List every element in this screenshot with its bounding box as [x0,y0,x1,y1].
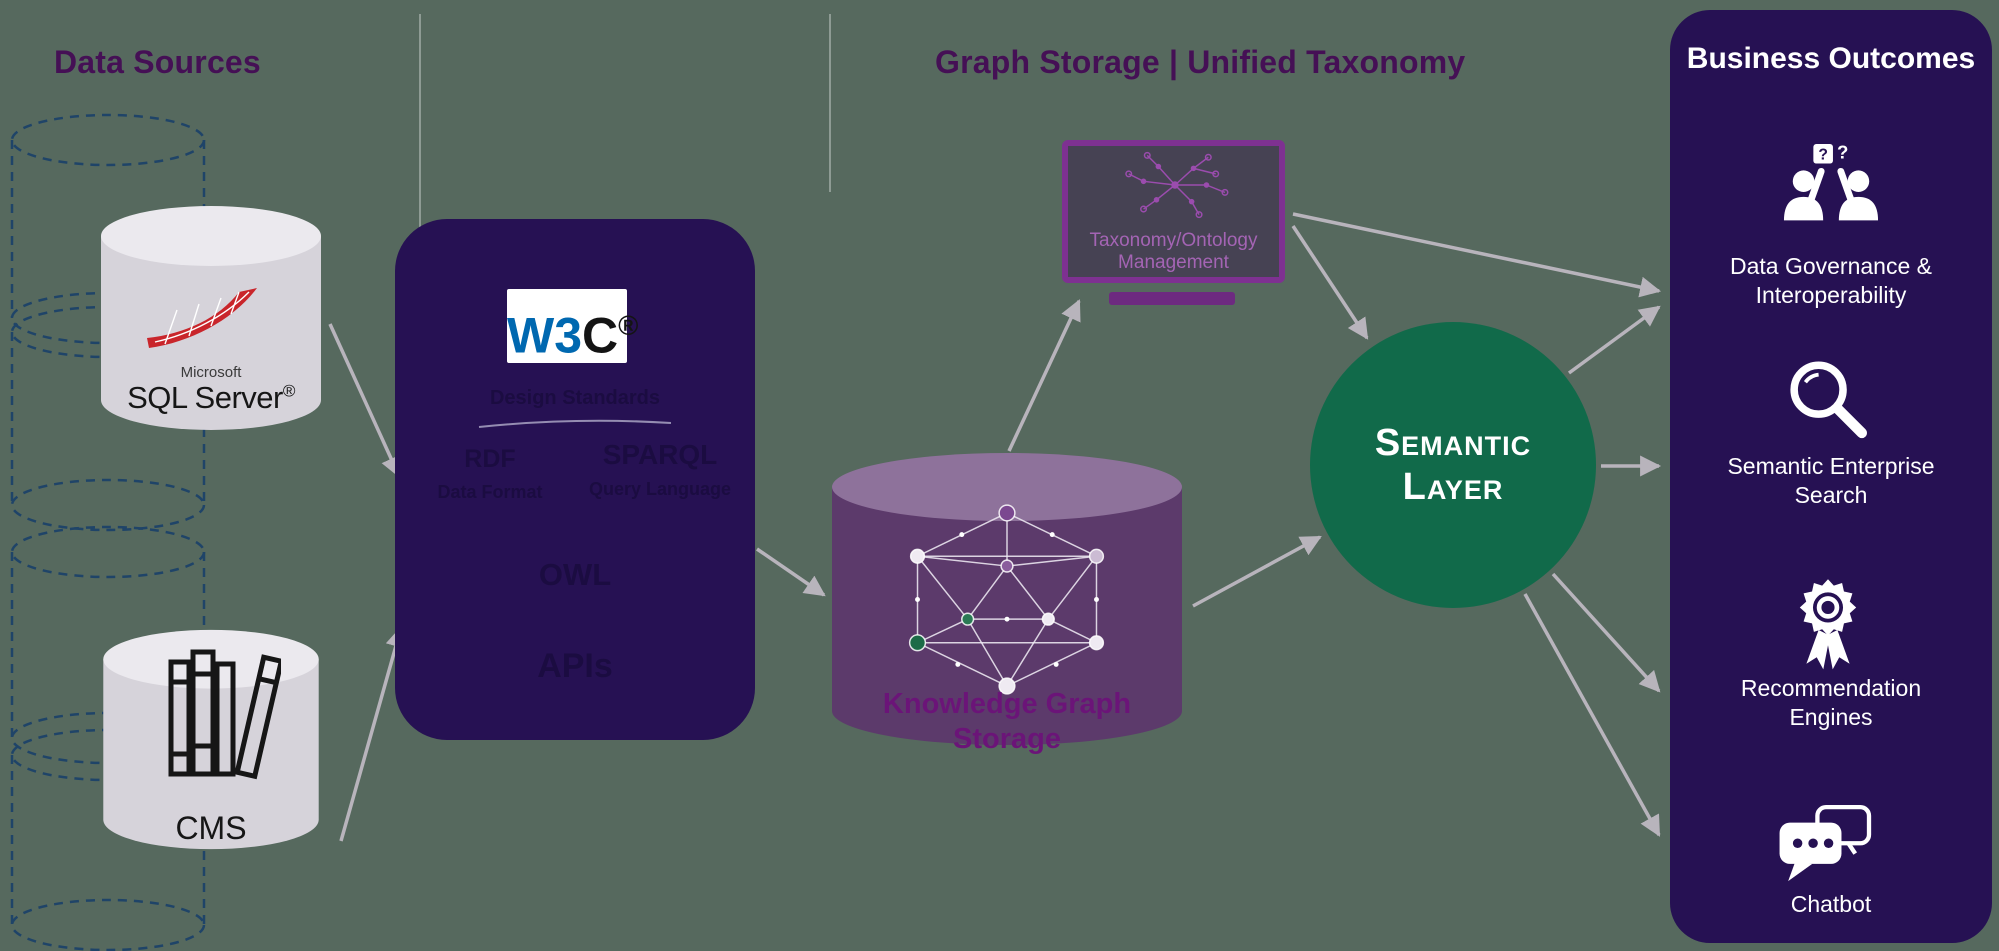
design-standards-label: Design Standards [489,387,661,409]
registered-mark: ® [282,381,296,401]
arrow-kg-to-taxonomy [1007,299,1081,452]
outcome-label-search: Semantic Enterprise Search [1727,453,1935,508]
semantic-layer-line2: Layer [1402,466,1504,508]
taxonomy-label: Taxonomy/Ontology Management [1089,230,1258,273]
taxonomy-monitor: Taxonomy/Ontology Management [1062,140,1285,283]
arrow-cms-to-w3c [339,625,406,842]
arrow-semantic-to-governance [1567,305,1661,375]
rdf-title: RDF [464,445,516,473]
rdf-item: RDF Data Format [415,445,565,503]
arrow-sql-to-w3c [328,323,401,478]
outcome-label-chatbot: Chatbot [1790,891,1872,917]
arrow-taxonomy-to-governance [1292,212,1662,298]
semantic-layer-line1: Semantic [1374,422,1532,464]
arrow-kg-to-semantic [1192,535,1322,608]
taxonomy-graph-icon [1125,151,1229,219]
sql-product-text: SQL Server [127,380,283,415]
semantic-layer: Semantic Layer [1310,322,1596,608]
graph-storage-heading: Graph Storage | Unified Taxonomy [935,44,1466,80]
business-outcomes-title: Business Outcomes [1686,42,1976,75]
w3c-registered-mark: ® [618,310,639,341]
w3c-logo-c: C [582,307,619,364]
rdf-subtitle: Data Format [437,482,543,502]
apis-label: APIs [537,647,613,685]
business-outcomes-panel: Business Outcomes ? ? Data Governance & … [1670,10,1992,943]
sparql-title: SPARQL [602,439,718,470]
knowledge-graph-storage: Knowledge Graph Storage [826,449,1188,764]
sql-vendor-label: Microsoft [180,364,242,381]
arrow-semantic-to-recommendation [1551,572,1661,693]
flow-arrows [328,212,1662,842]
sparql-item: SPARQL Query Language [580,439,740,500]
arrow-semantic-to-chatbot [1523,593,1661,837]
outcome-label-governance: Data Governance & Interoperability [1729,253,1932,308]
question-mark-glyph: ? [1818,147,1828,164]
books-icon [168,649,281,780]
award-ribbon-icon [1799,579,1857,670]
cms-label: CMS [175,810,247,846]
w3c-logo: W3C® [507,289,638,364]
knowledge-graph-label: Knowledge Graph Storage [882,688,1132,755]
owl-label: OWL [538,557,612,592]
arrow-w3c-to-kg [756,547,826,597]
section-dividers [419,14,831,258]
people-question-icon: ? ? [1783,142,1879,221]
question-mark-glyph: ? [1837,142,1848,163]
chat-bubbles-icon [1779,805,1872,882]
arrow-taxonomy-to-semantic [1291,225,1369,340]
sparql-subtitle: Query Language [588,479,732,499]
w3c-standards-box: W3C® Design Standards RDF Data Format SP… [395,219,755,740]
sql-server-source: Microsoft SQL Server® [96,198,326,438]
monitor-stand [1109,292,1235,305]
magnifier-icon [1790,361,1868,439]
sql-product-label: SQL Server® [96,380,326,416]
cylinder-shape [101,206,321,430]
outcome-label-recommendation: Recommendation Engines [1740,675,1922,730]
sql-server-logo-icon [147,288,257,348]
knowledge-graph-icon [908,504,1105,695]
data-sources-heading: Data Sources [54,44,261,80]
divider-curve [478,419,672,428]
cms-source: CMS [96,622,326,857]
w3c-logo-w3: W3 [507,307,582,364]
